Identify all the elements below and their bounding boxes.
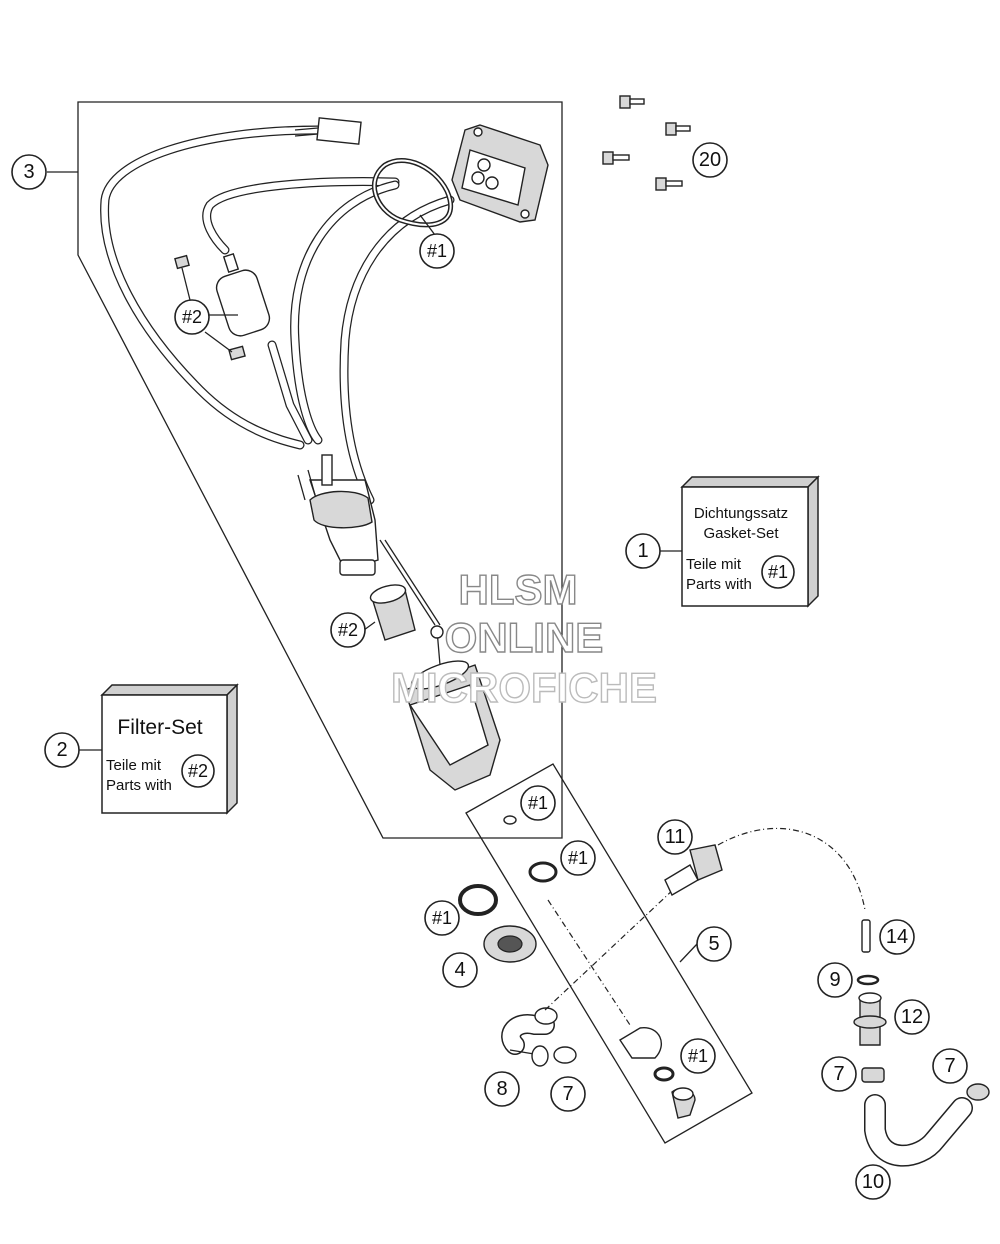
watermark: HLSM ONLINE MICROFICHE — [390, 565, 657, 711]
svg-text:#1: #1 — [768, 562, 788, 582]
svg-text:2: 2 — [56, 739, 67, 761]
callout-11: 11 — [657, 819, 693, 855]
callout-20: 20 — [692, 142, 728, 178]
svg-text:8: 8 — [496, 1078, 507, 1100]
filter-box-line2: Teile mit — [106, 757, 162, 774]
svg-text:#2: #2 — [188, 761, 208, 781]
svg-text:9: 9 — [829, 969, 840, 991]
o-ring-and-seal — [458, 884, 537, 963]
watermark-line2: ONLINE — [445, 614, 604, 661]
callout-12: 12 — [894, 999, 930, 1035]
callout-1: 1 — [625, 533, 661, 569]
gasket-box-line4: Parts with — [686, 576, 752, 593]
filter-sock — [369, 584, 416, 641]
callout-7-mid: 7 — [821, 1056, 857, 1092]
callout-h1-box-c: #1 — [680, 1038, 716, 1074]
fuel-hoses — [100, 125, 455, 626]
flange-gasket — [371, 157, 454, 228]
svg-text:3: 3 — [23, 161, 34, 183]
filter-box-title: Filter-Set — [117, 716, 202, 739]
svg-text:1: 1 — [637, 540, 648, 562]
fuel-pump-module — [297, 454, 379, 576]
svg-text:4: 4 — [454, 959, 465, 981]
svg-text:#1: #1 — [568, 848, 588, 868]
svg-text:14: 14 — [886, 926, 908, 948]
callout-14: 14 — [879, 919, 915, 955]
leader-5 — [679, 943, 698, 963]
callout-4: 4 — [442, 952, 478, 988]
gasket-set-box: Dichtungssatz Gasket-Set Teile mit Parts… — [680, 475, 820, 608]
watermark-line1: HLSM — [459, 566, 578, 613]
callout-5: 5 — [696, 926, 732, 962]
callout-h2-filter-left: #2 — [174, 299, 210, 335]
callout-7-right: 7 — [932, 1048, 968, 1084]
gasket-box-line2: Gasket-Set — [703, 525, 779, 542]
svg-text:11: 11 — [665, 826, 686, 848]
callout-gasket-box-ref: #1 — [761, 555, 795, 589]
electrical-connector — [294, 117, 362, 145]
callout-h1-gasket-top: #1 — [419, 233, 455, 269]
watermark-line3: MICROFICHE — [391, 664, 657, 711]
bolts-20 — [602, 95, 691, 191]
svg-text:#1: #1 — [427, 241, 447, 261]
svg-text:5: 5 — [708, 933, 719, 955]
callout-7-left: 7 — [550, 1076, 586, 1112]
svg-text:7: 7 — [944, 1055, 955, 1077]
gasket-box-line1: Dichtungssatz — [694, 505, 788, 522]
svg-text:#2: #2 — [182, 307, 202, 327]
pump-flange — [451, 124, 549, 223]
pump-cartridge — [404, 625, 501, 791]
svg-text:20: 20 — [699, 149, 721, 171]
filter-box-line3: Parts with — [106, 777, 172, 794]
leader-lines — [79, 214, 682, 751]
callout-2: 2 — [44, 732, 80, 768]
callout-h2-mid: #2 — [330, 612, 366, 648]
callout-h1-left: #1 — [424, 900, 460, 936]
gasket-box-line3: Teile mit — [686, 556, 742, 573]
callout-h1-box-b: #1 — [560, 840, 596, 876]
callout-filter-box-ref: #2 — [181, 754, 215, 788]
right-connector-parts — [853, 919, 990, 1167]
svg-text:#1: #1 — [528, 793, 548, 813]
callout-3: 3 — [11, 154, 47, 190]
svg-text:10: 10 — [862, 1171, 884, 1193]
svg-text:#2: #2 — [338, 620, 358, 640]
hose-8-and-clamps — [501, 887, 676, 1067]
callout-h1-box-a: #1 — [520, 785, 556, 821]
inline-fuel-filter — [174, 252, 271, 361]
svg-text:#1: #1 — [432, 908, 452, 928]
svg-text:7: 7 — [833, 1063, 844, 1085]
svg-text:12: 12 — [901, 1006, 923, 1028]
callout-9: 9 — [817, 962, 853, 998]
svg-text:7: 7 — [562, 1083, 573, 1105]
filter-set-box: Filter-Set Teile mit Parts with — [100, 683, 239, 815]
callout-8: 8 — [484, 1071, 520, 1107]
callout-10: 10 — [855, 1164, 891, 1200]
quick-connector-11 — [664, 827, 866, 911]
svg-text:#1: #1 — [688, 1046, 708, 1066]
assembly-3-outline — [77, 101, 563, 839]
pressure-regulator-parts — [503, 815, 696, 1119]
assembly-5-outline — [465, 763, 753, 1144]
